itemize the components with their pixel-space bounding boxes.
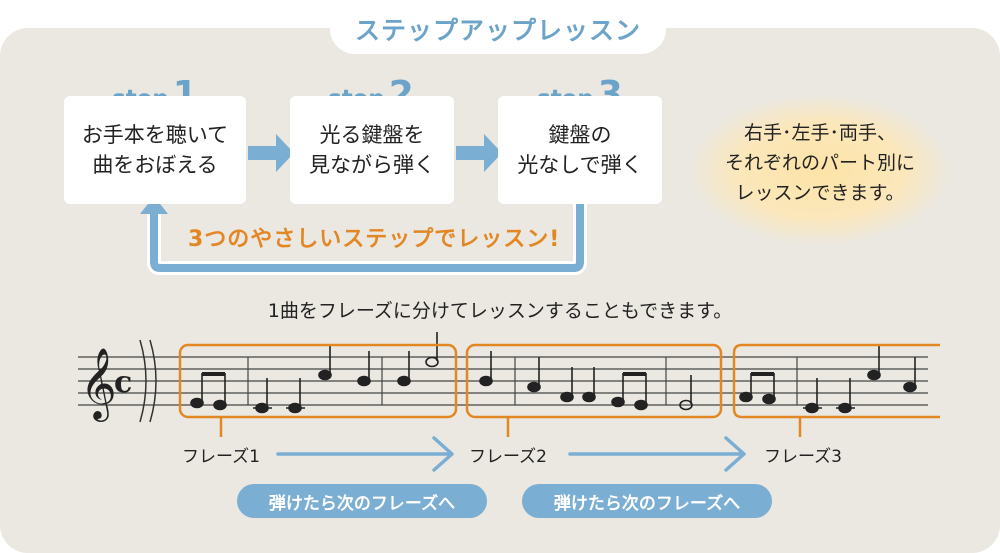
hand-note-glow (690, 95, 950, 245)
step2-text: 光る鍵盤を 見ながら弾く (309, 123, 435, 177)
phrase-intro: 1曲をフレーズに分けてレッスンすることもできます。 (267, 300, 733, 322)
step1-box: お手本を聴いて 曲をおぼえる (64, 96, 246, 204)
next-phrase-badge-2: 弾けたら次のフレーズへ (522, 484, 772, 518)
loop-back-arrow (140, 196, 587, 275)
phrase2-label: フレーズ2 (469, 447, 547, 467)
phrase3-bracket (732, 343, 940, 419)
step3-box: 鍵盤の 光なしで弾く (498, 96, 662, 204)
phrase-flow-arrows (276, 436, 746, 472)
common-time-icon: c (114, 365, 132, 400)
phrase3-label: フレーズ3 (764, 447, 842, 467)
step2-box: 光る鍵盤を 見ながら弾く (290, 96, 454, 204)
phrase2-bracket (465, 343, 723, 419)
phrase1-label: フレーズ1 (182, 447, 260, 467)
next-phrase-badge-1: 弾けたら次のフレーズへ (237, 484, 487, 518)
step1-text: お手本を聴いて 曲をおぼえる (81, 123, 229, 177)
page-title: ステップアップレッスン (330, 4, 666, 54)
cycle-caption: 3つのやさしいステップでレッスン! (188, 227, 561, 252)
step1-to-step2-arrow (248, 134, 294, 172)
note-heads (190, 332, 917, 414)
treble-clef-icon: 𝄞 (80, 346, 117, 422)
step2-to-step3-arrow (456, 134, 502, 172)
hand-note: 右手･左手･両手、 それぞれのパート別に レッスンできます。 (724, 122, 915, 204)
step3-text: 鍵盤の 光なしで弾く (517, 123, 643, 177)
phrase1-bracket (178, 343, 458, 419)
phrase-brackets (178, 343, 940, 437)
